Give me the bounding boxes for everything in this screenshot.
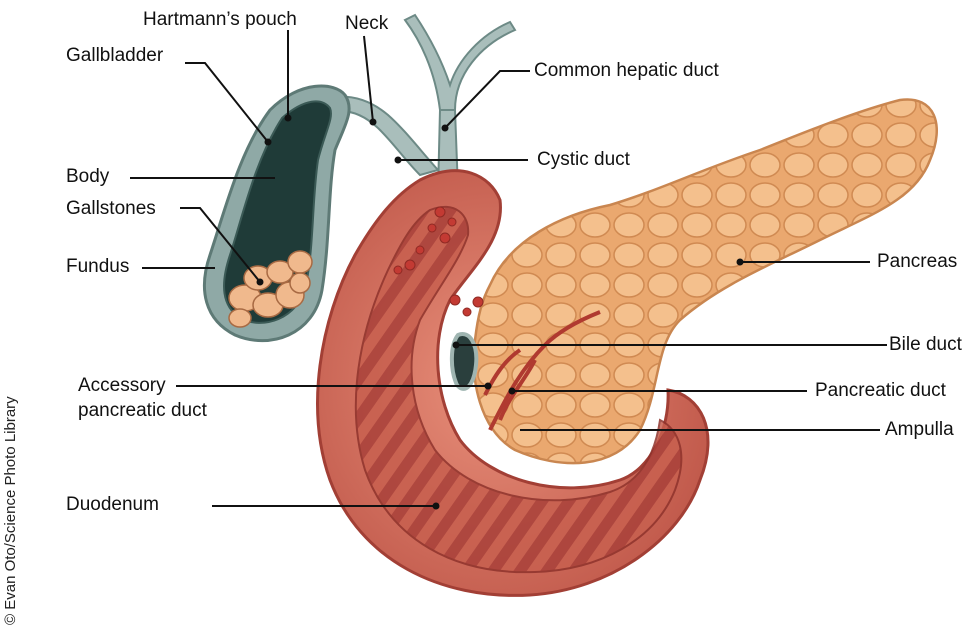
label-common-hepatic-duct: Common hepatic duct: [534, 60, 719, 82]
label-gallbladder: Gallbladder: [66, 45, 163, 67]
photo-credit: © Evan Oto/Science Photo Library: [2, 396, 19, 625]
label-fundus: Fundus: [66, 256, 129, 278]
label-pancreatic-duct: Pancreatic duct: [815, 380, 946, 402]
label-accessory-pancreatic-duct-line2: pancreatic duct: [78, 400, 207, 422]
label-hartmanns-pouch: Hartmann’s pouch: [143, 9, 297, 31]
label-cystic-duct: Cystic duct: [537, 149, 630, 171]
label-bile-duct: Bile duct: [889, 334, 962, 356]
label-ampulla: Ampulla: [885, 419, 954, 441]
label-accessory-pancreatic-duct-line1: Accessory: [78, 375, 166, 397]
label-duodenum: Duodenum: [66, 494, 159, 516]
label-body: Body: [66, 166, 109, 188]
gallbladder-shape: [204, 86, 349, 341]
label-neck: Neck: [345, 13, 388, 35]
label-pancreas: Pancreas: [877, 251, 957, 273]
label-gallstones: Gallstones: [66, 198, 156, 220]
